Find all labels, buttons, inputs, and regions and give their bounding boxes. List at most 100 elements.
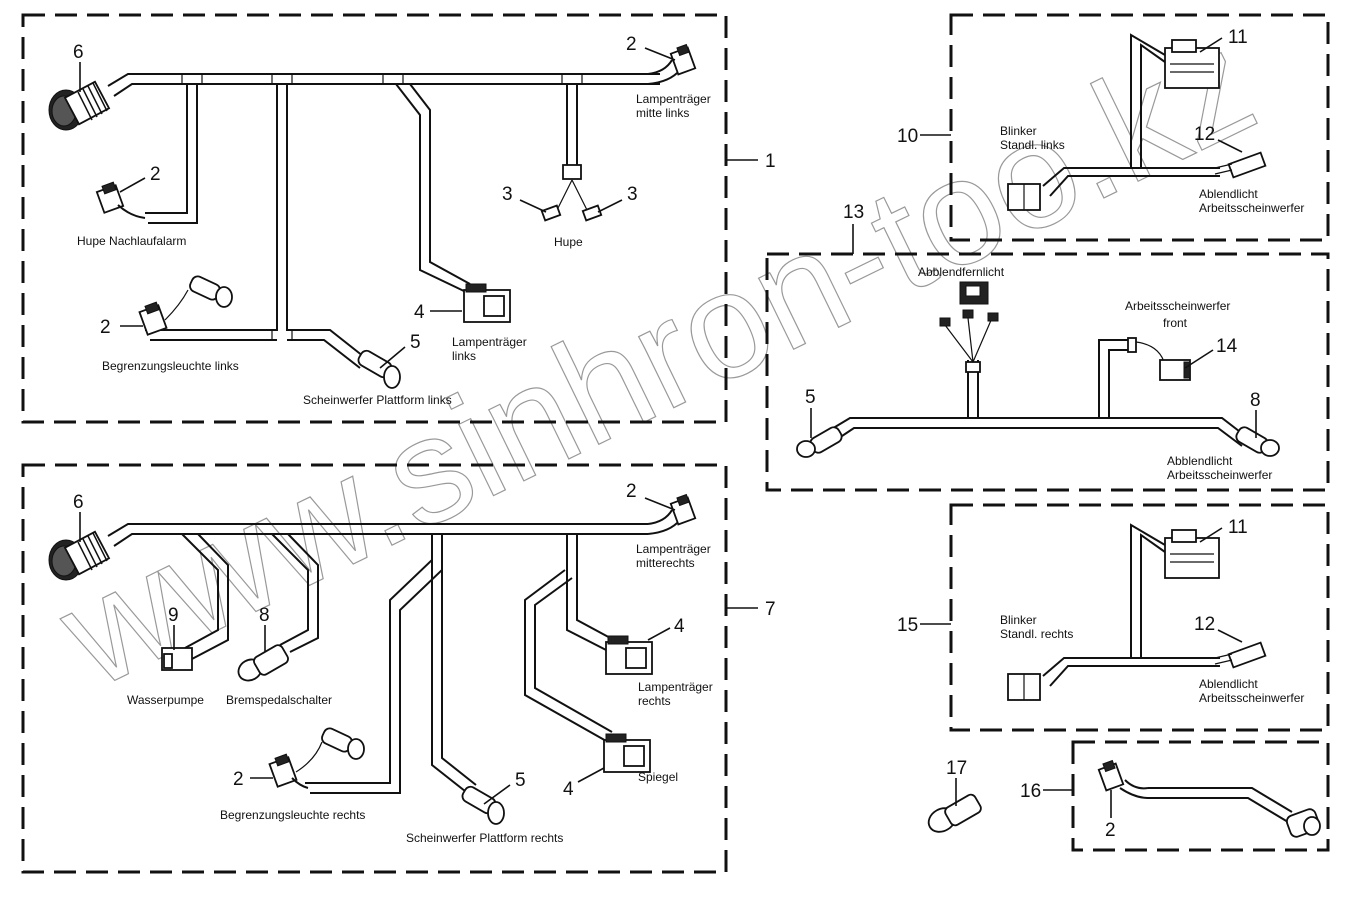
round-socket-icon: [1285, 808, 1321, 838]
hupe-split-wires: [555, 179, 589, 213]
callout-3: 3: [627, 184, 638, 205]
assembly-10-boundary: [949, 13, 1330, 242]
branch-scheinwerfer-b: [287, 339, 361, 369]
callout-11: 11: [1228, 27, 1248, 48]
label-scheinwerfer-plattform-rechts: Scheinwerfer Plattform rechts: [406, 831, 563, 845]
callout-2-leader: [644, 47, 676, 61]
callout-2: 2: [100, 317, 111, 338]
assembly-13-number: 13: [843, 202, 864, 223]
branch-spiegel-a: [524, 569, 609, 743]
assembly-7: 7 6: [21, 463, 776, 874]
two-pin-connector-icon: [161, 647, 193, 671]
label-lampentraeger-mitte-links: Lampenträger: [636, 92, 711, 106]
flat-connector-icon: [268, 753, 309, 789]
part-17: 17: [927, 758, 982, 833]
assembly-15-number: 15: [897, 615, 918, 636]
branch-mitte-links-a: [647, 59, 673, 75]
label-blinker: Standl. links: [1000, 138, 1065, 152]
wire-up-b: [1140, 533, 1166, 658]
label-ablendlicht: Arbeitsscheinwerfer: [1199, 201, 1304, 215]
label-ablendlicht: Ablendlicht: [1199, 677, 1258, 691]
callout-5: 5: [515, 770, 526, 791]
trunk-top-edge: [107, 523, 648, 537]
oval-connector-icon: [237, 644, 289, 682]
assembly-16-boundary: [1071, 740, 1330, 852]
callout-2: 2: [626, 481, 637, 502]
callout-5-leader: [483, 784, 511, 805]
branch-lampentraeger-links-a: [395, 83, 467, 293]
inline-connector-icon: [1214, 151, 1267, 179]
callout-11-leader: [1199, 37, 1223, 53]
label-hupe: Hupe: [554, 235, 583, 249]
label-arbeitsscheinwerfer-front: front: [1163, 316, 1188, 330]
callout-5-leader: [379, 346, 406, 369]
assembly-1-number: 1: [765, 151, 776, 172]
label-blinker: Standl. rechts: [1000, 627, 1073, 641]
relay-connector-icon: [959, 281, 989, 305]
callout-2-leader: [644, 497, 676, 511]
trunk-bottom-edge: [113, 533, 648, 547]
label-abblendfernlicht: Abblendfernlicht: [918, 265, 1005, 279]
callout-8: 8: [1250, 390, 1261, 411]
label-scheinwerfer-plattform-links: Scheinwerfer Plattform links: [303, 393, 452, 407]
assembly-13: 13 Abblendfernlicht 14 Arbeitsscheinwerf…: [765, 202, 1330, 492]
branch-wasserpumpe-a: [181, 533, 219, 649]
label-arbeitsscheinwerfer-front: Arbeitsscheinwerfer: [1125, 299, 1230, 313]
wire-bend: [1119, 779, 1149, 799]
callout-8: 8: [259, 605, 270, 626]
callout-4-leader: [577, 767, 605, 783]
callout-11: 11: [1228, 517, 1248, 538]
callout-4-leader: [647, 627, 671, 641]
spade-connector-icon: [540, 204, 603, 222]
bullet-socket-icon: [796, 426, 843, 458]
callout-2: 2: [1105, 820, 1116, 841]
callout-2: 2: [626, 34, 637, 55]
branch-lampentraeger-links-b: [409, 83, 471, 285]
assembly-7-number: 7: [765, 599, 776, 620]
branch-mitterechts-a: [647, 509, 673, 525]
callout-4: 4: [414, 302, 425, 323]
callout-5: 5: [410, 332, 421, 353]
label-lampentraeger-mitterechts: Lampenträger: [636, 542, 711, 556]
label-abblendlicht: Arbeitsscheinwerfer: [1167, 468, 1272, 482]
assembly-16-number: 16: [1020, 781, 1041, 802]
assembly-15-boundary: [949, 503, 1330, 732]
round-plug-connector-icon: [48, 80, 111, 131]
assembly-1-boundary: [21, 13, 728, 424]
wire-bottom: [1148, 797, 1289, 823]
callout-14: 14: [1216, 336, 1238, 357]
wire-bottom: [1049, 665, 1220, 687]
assembly-15: 15 11 12 Blinker Standl. rechts Ablendli…: [897, 503, 1330, 732]
branch-hupe-nachlauf-a: [145, 84, 188, 214]
callout-3-leader: [519, 199, 547, 213]
oval-connector-icon: [927, 793, 982, 833]
callout-12-leader: [1217, 139, 1243, 153]
label-begrenzungsleuchte-rechts: Begrenzungsleuchte rechts: [220, 808, 365, 822]
callout-9: 9: [168, 605, 179, 626]
bullet-socket-icon: [295, 727, 365, 773]
block-connector-icon: [603, 733, 651, 773]
callout-14-leader: [1184, 349, 1214, 369]
callout-5: 5: [805, 387, 816, 408]
round-plug-connector-icon: [48, 530, 111, 581]
label-lampentraeger-mitte-links: mitte links: [636, 106, 689, 120]
multi-pin-connector-icon: [1164, 39, 1220, 89]
branch-bremspedal-a: [271, 533, 309, 646]
callout-12: 12: [1194, 614, 1215, 635]
branch-hupe-nachlauf-b: [148, 84, 198, 224]
label-lampentraeger-links: Lampenträger: [452, 335, 527, 349]
branch-begrenzung-a: [145, 84, 278, 331]
assembly-13-boundary: [765, 252, 1330, 492]
label-lampentraeger-links: links: [452, 349, 476, 363]
bullet-socket-icon: [1235, 426, 1280, 457]
label-abblendlicht: Abblendlicht: [1167, 454, 1233, 468]
wire-up-a: [1130, 523, 1166, 658]
branch-mitte-links-b: [647, 69, 681, 85]
terminal-icon: [962, 309, 974, 319]
wire-top: [1042, 167, 1220, 187]
label-lampentraeger-mitterechts: mitterechts: [636, 556, 695, 570]
four-pin-connector-icon: [1007, 183, 1041, 211]
callout-11-leader: [1199, 527, 1223, 543]
bullet-socket-icon: [357, 349, 401, 389]
